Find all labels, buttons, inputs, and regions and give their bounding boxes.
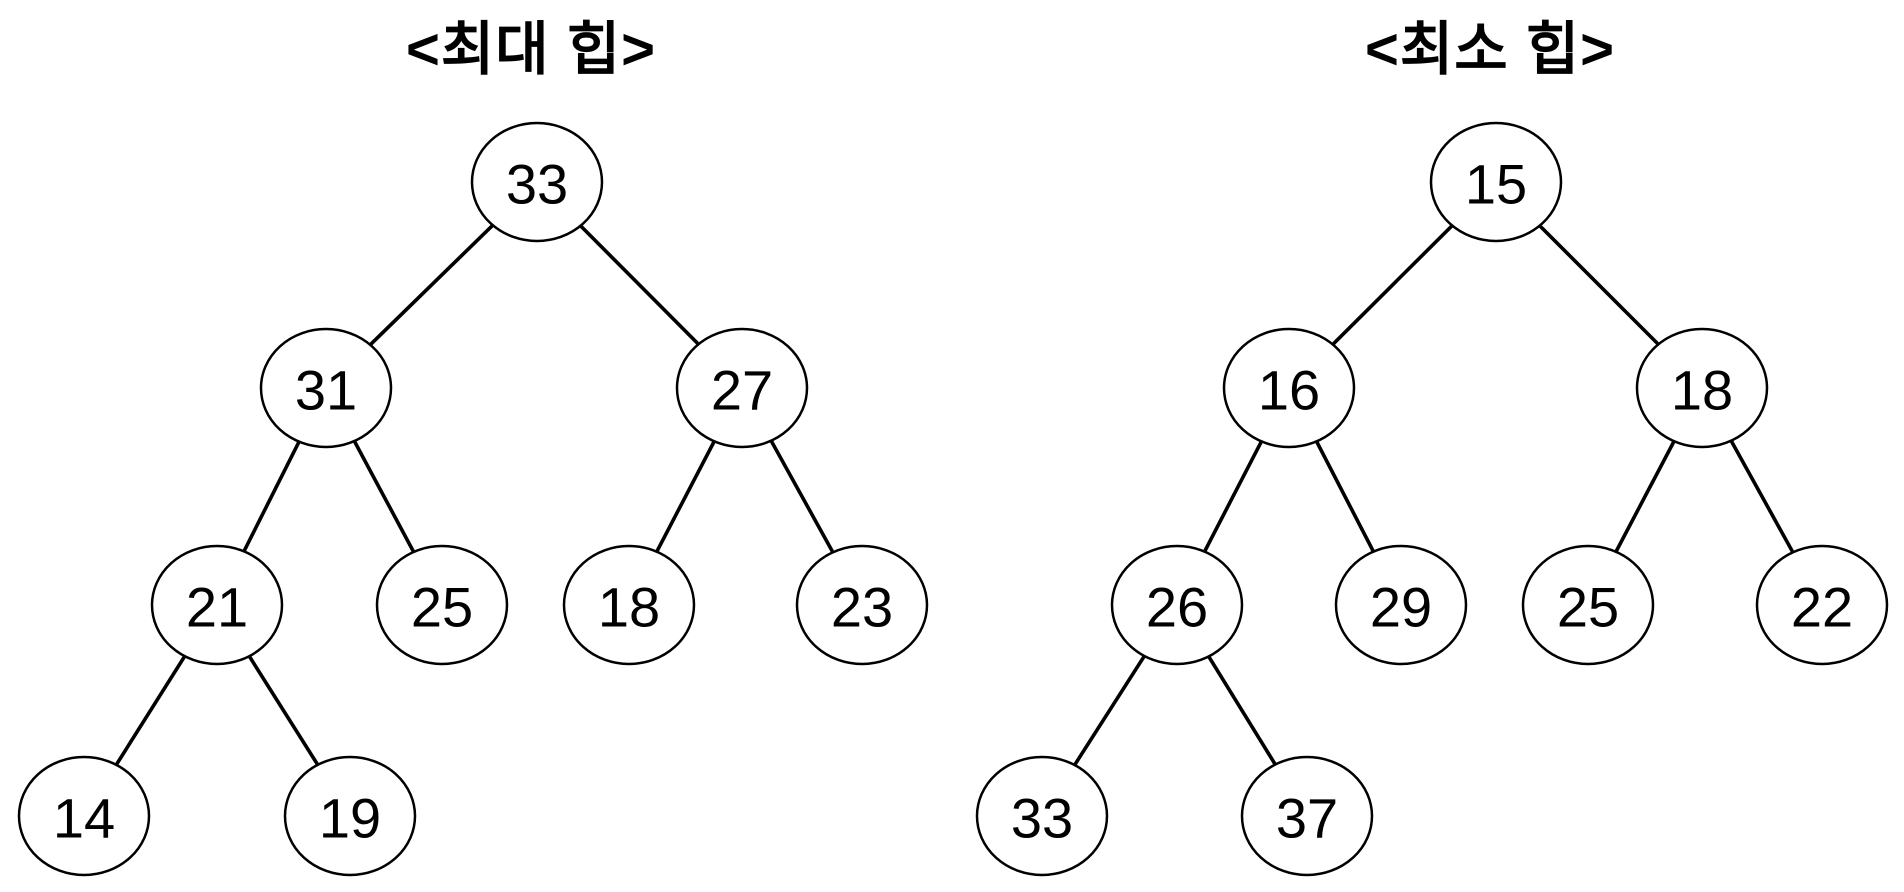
tree-node-circle [1755,544,1889,666]
tree-node-value: 29 [1370,576,1432,639]
tree-node-circle [150,544,284,666]
max-heap-title: <최대 힙> [406,17,656,82]
tree-node-value: 18 [598,576,660,639]
tree-node-circle [1429,121,1563,243]
tree-node-circle [975,755,1109,877]
tree-node-circle [283,755,417,877]
tree-node: 18 [562,544,696,666]
tree-node-circle [562,544,696,666]
tree-node-circle [375,544,509,666]
tree-node: 18 [1635,327,1769,449]
tree-node: 33 [975,755,1109,877]
tree-node: 33 [470,121,604,243]
tree-node: 27 [675,327,809,449]
max-heap-tree: 33 31 27 21 25 18 23 14 19 [17,121,929,877]
tree-node-circle [1635,327,1769,449]
tree-node-value: 33 [1011,787,1073,850]
tree-node: 29 [1334,544,1468,666]
min-heap-title: <최소 힙> [1365,17,1615,82]
tree-node: 23 [795,544,929,666]
tree-node: 37 [1240,755,1374,877]
tree-node-value: 14 [53,787,115,850]
tree-node-circle [795,544,929,666]
tree-node-circle [470,121,604,243]
tree-node: 21 [150,544,284,666]
tree-node: 26 [1110,544,1244,666]
tree-node-circle [675,327,809,449]
tree-node-value: 22 [1791,576,1853,639]
tree-node: 14 [17,755,151,877]
tree-node-value: 25 [411,576,473,639]
tree-node-circle [17,755,151,877]
tree-node-value: 26 [1146,576,1208,639]
tree-node: 16 [1222,327,1356,449]
tree-node-value: 25 [1557,576,1619,639]
min-heap-tree: 15 16 18 26 29 25 22 33 37 [975,121,1889,877]
tree-node: 31 [259,327,393,449]
tree-node-value: 15 [1465,153,1527,216]
tree-node-value: 19 [319,787,381,850]
tree-node-value: 21 [186,576,248,639]
tree-node-value: 23 [831,576,893,639]
tree-node: 19 [283,755,417,877]
tree-node-circle [1521,544,1655,666]
tree-node-value: 37 [1276,787,1338,850]
tree-node-value: 16 [1258,359,1320,422]
tree-node: 22 [1755,544,1889,666]
tree-node-value: 31 [295,359,357,422]
tree-node-circle [1334,544,1468,666]
tree-node: 25 [1521,544,1655,666]
tree-node-circle [1222,327,1356,449]
tree-node: 25 [375,544,509,666]
tree-node-circle [259,327,393,449]
tree-node-value: 27 [711,359,773,422]
tree-node-circle [1240,755,1374,877]
tree-node-value: 18 [1671,359,1733,422]
tree-node: 15 [1429,121,1563,243]
tree-node-value: 33 [506,153,568,216]
tree-node-circle [1110,544,1244,666]
